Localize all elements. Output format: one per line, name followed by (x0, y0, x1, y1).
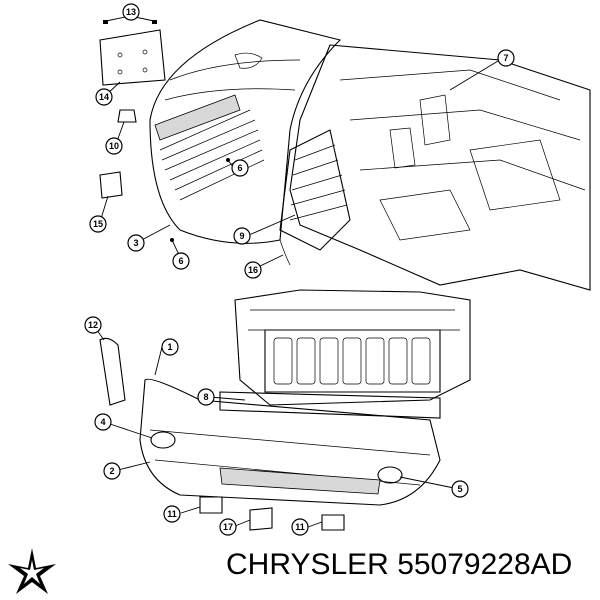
callout-14: 14 (95, 88, 113, 106)
callout-label: 17 (223, 522, 233, 532)
callout-11a: 11 (163, 505, 181, 523)
callout-15: 15 (89, 215, 107, 233)
seven-slot-grille (264, 329, 441, 393)
callout-label: 14 (99, 92, 109, 102)
callout-5: 5 (451, 480, 469, 498)
callout-label: 6 (178, 256, 183, 266)
callout-16: 16 (244, 261, 262, 279)
callout-10: 10 (105, 137, 123, 155)
callout-2: 2 (103, 462, 121, 480)
callout-12: 12 (84, 316, 102, 334)
callout-label: 2 (109, 466, 114, 476)
chrysler-pentastar-icon (8, 548, 56, 594)
callout-6a: 6 (231, 159, 249, 177)
upper-assembly-illustration (99, 19, 591, 291)
callout-9: 9 (233, 227, 251, 245)
callout-8: 8 (197, 388, 215, 406)
brand-name: CHRYSLER (226, 548, 389, 581)
callout-label: 3 (133, 238, 138, 248)
lower-assembly-illustration (99, 289, 471, 531)
callout-label: 12 (88, 320, 98, 330)
parts-diagram: 13 14 10 15 3 6 6 7 9 16 12 1 8 4 2 5 11… (84, 3, 591, 536)
callouts: 13 14 10 15 3 6 6 7 9 16 12 1 8 4 2 5 11… (84, 3, 515, 536)
leader-lines (93, 15, 504, 528)
callout-11b: 11 (291, 518, 309, 536)
callout-label: 8 (203, 392, 208, 402)
callout-label: 11 (167, 509, 177, 519)
callout-4: 4 (94, 413, 112, 431)
callout-label: 6 (237, 163, 242, 173)
callout-label: 4 (100, 417, 105, 427)
callout-6b: 6 (172, 252, 190, 270)
callout-label: 11 (295, 522, 305, 532)
callout-1: 1 (161, 338, 179, 356)
part-label: CHRYSLER 55079228AD (226, 548, 596, 582)
callout-label: 10 (109, 141, 119, 151)
callout-17: 17 (219, 518, 237, 536)
callout-label: 15 (93, 219, 103, 229)
callout-label: 7 (503, 53, 508, 63)
callout-label: 16 (248, 265, 258, 275)
part-number: 55079228AD (397, 548, 573, 581)
callout-label: 13 (126, 7, 136, 17)
callout-label: 5 (457, 484, 462, 494)
callout-13: 13 (122, 3, 140, 21)
callout-7: 7 (497, 49, 515, 67)
callout-3: 3 (127, 234, 145, 252)
callout-label: 9 (239, 231, 244, 241)
callout-label: 1 (167, 342, 172, 352)
